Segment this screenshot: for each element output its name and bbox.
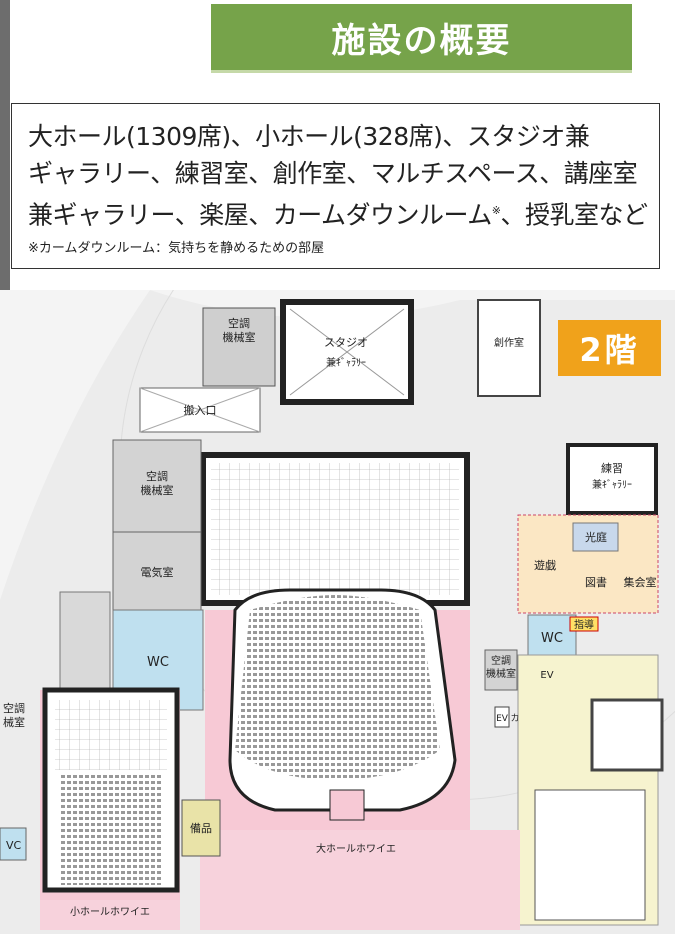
info-line-1: 大ホール(1309席)、小ホール(328席)、スタジオ兼 <box>28 122 590 151</box>
electric-room <box>112 531 202 611</box>
label-wc-left: WC <box>147 655 169 670</box>
label-denki: 電気室 <box>141 565 174 579</box>
small-seats <box>60 775 162 885</box>
label-renshu1: 練習 <box>601 461 623 475</box>
wc-small <box>0 827 27 861</box>
label-studio1: スタジオ <box>324 336 368 349</box>
ac-room-left <box>112 439 202 533</box>
label-ac-mid: 空調 <box>491 654 511 667</box>
label-ac-top: 空調 <box>228 316 250 330</box>
label-renshu2: 兼ｷﾞｬﾗﾘｰ <box>592 478 632 491</box>
aisle-block <box>329 789 365 821</box>
section-header: 施設の概要 <box>211 4 632 73</box>
ev-mid <box>494 706 510 728</box>
ac-room-mid <box>484 649 518 691</box>
info-line-2: ギャラリー、練習室、創作室、マルチスペース、講座室 <box>28 159 638 188</box>
ac-room-top <box>202 307 276 387</box>
small-stage-grid <box>55 700 167 770</box>
label-ac-far2: 械室 <box>3 715 25 729</box>
left-margin-strip <box>0 0 10 575</box>
label-wc-right: WC <box>541 631 563 646</box>
label-koutei: 光庭 <box>585 530 607 544</box>
label-big-foyer: 大ホールホワイエ <box>316 842 396 855</box>
label-ac-left2: 機械室 <box>141 483 174 497</box>
small-foyer <box>40 900 180 930</box>
label-ac-far: 空調 <box>3 701 25 715</box>
label-yugi: 遊戯 <box>534 558 556 572</box>
label-bihin: 備品 <box>190 822 212 835</box>
right-shaft <box>590 698 664 772</box>
label-small-foyer: 小ホールホワイエ <box>70 906 150 918</box>
storage-room <box>181 799 221 857</box>
light-court <box>572 522 619 552</box>
label-ac-mid2: 機械室 <box>486 667 516 680</box>
info-line-3: 兼ギャラリー、楽屋、カームダウンルーム※、授乳室など <box>28 192 659 233</box>
label-ev2: EV <box>496 714 509 724</box>
floor-plan-map: 空調 機械室 スタジオ 兼ｷﾞｬﾗﾘｰ 創作室 搬入口 空調 機械室 電気室 練… <box>0 290 675 934</box>
label-hannyu: 搬入口 <box>184 403 217 417</box>
stage-grid <box>211 463 459 595</box>
loading-x2 <box>139 387 261 433</box>
label-sousaku: 創作室 <box>494 336 524 349</box>
label-wc-small: VC <box>6 839 22 852</box>
section-title: 施設の概要 <box>331 20 512 61</box>
label-ac-left: 空調 <box>146 469 168 483</box>
note-mark: ※ <box>491 204 501 217</box>
label-shukai: 集会室 <box>624 575 657 589</box>
label-ev: EV <box>540 670 553 681</box>
facility-info-box: 大ホール(1309席)、小ホール(328席)、スタジオ兼 ギャラリー、練習室、創… <box>11 103 660 269</box>
label-shidou: 指導 <box>574 618 594 631</box>
practice-room <box>566 443 658 515</box>
studio-x2 <box>289 308 405 396</box>
creation-room <box>477 299 541 397</box>
big-foyer <box>200 830 520 930</box>
right-room <box>534 789 646 921</box>
guidance-sign <box>569 616 599 632</box>
info-footnote: ※カームダウンルーム：気持ちを静めるための部屋 <box>28 241 325 257</box>
info-line-3a: 兼ギャラリー、楽屋、カームダウンルーム <box>28 200 492 230</box>
label-studio2: 兼ｷﾞｬﾗﾘｰ <box>326 356 366 369</box>
audience-seats <box>235 595 440 780</box>
info-line-3b: 、授乳室など <box>500 200 648 230</box>
label-ka: カ <box>510 713 519 724</box>
floor-badge: 2階 <box>558 320 661 376</box>
label-ac-top2: 機械室 <box>223 330 256 344</box>
label-tosho: 図書 <box>585 575 607 589</box>
wc-right <box>527 614 577 656</box>
